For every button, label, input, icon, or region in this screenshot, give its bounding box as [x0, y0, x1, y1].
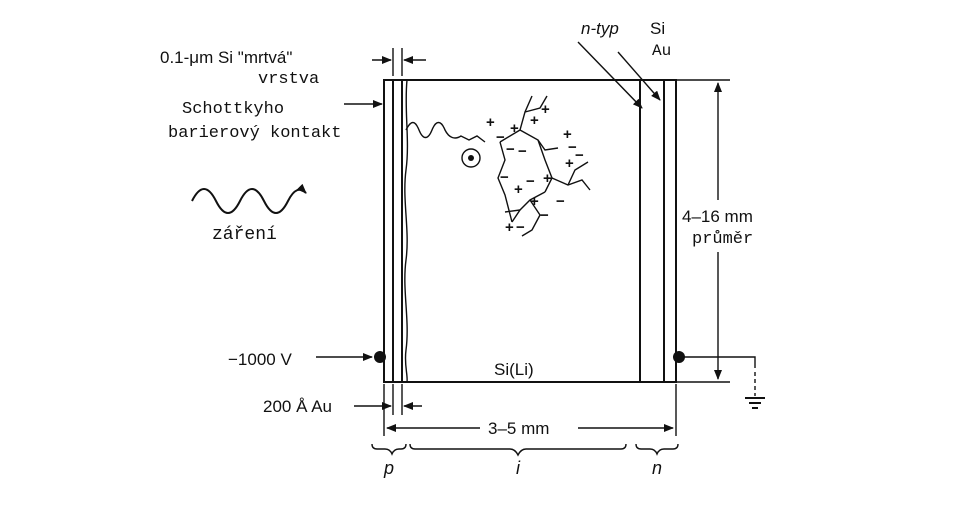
electron-hole-marker-dot [468, 155, 474, 161]
material-label: Si(Li) [494, 360, 534, 379]
charge-minus: − [516, 219, 525, 236]
p-layer-boundary-wavy [404, 79, 409, 383]
schottky-label-line1: Schottkyho [182, 100, 284, 119]
voltage-label: −1000 V [228, 350, 292, 369]
charge-plus: + [510, 120, 519, 137]
charge-plus: + [530, 193, 539, 210]
region-i-label: i [516, 458, 521, 478]
brace-p [371, 443, 407, 456]
charge-plus: + [565, 155, 574, 172]
au-label: Au [652, 42, 671, 60]
charge-minus: − [575, 147, 584, 164]
au-layer-label: 200 Å Au [263, 397, 332, 416]
diameter-label-line2: průměr [692, 230, 753, 249]
charge-cloud-tracks [497, 95, 591, 237]
charge-minus: − [568, 139, 577, 156]
charge-plus: + [563, 126, 572, 143]
charge-minus: − [518, 143, 527, 160]
detector-body [383, 79, 677, 383]
electron-hole-marker [461, 148, 481, 168]
charge-minus: − [540, 207, 549, 224]
right-contact-dot [673, 351, 685, 363]
charge-plus: + [541, 101, 550, 118]
charge-minus: − [556, 193, 565, 210]
charge-symbols: + − + + + − − + − + − − + − + + − − + − [486, 101, 584, 236]
radiation-label: záření [212, 225, 277, 245]
region-n-label: n [652, 458, 662, 478]
charge-minus: − [506, 141, 515, 158]
brace-n [635, 443, 679, 456]
charge-minus: − [500, 169, 509, 186]
si-label: Si [650, 19, 665, 38]
schottky-label-line2: barierový kontakt [168, 124, 341, 143]
dead-layer-label-part1: 0.1-μm Si "mrtvá" [160, 48, 292, 67]
charge-minus: − [526, 173, 535, 190]
charge-plus: + [486, 114, 495, 131]
charge-plus: + [505, 219, 514, 236]
si-au-arrow [617, 51, 661, 101]
brace-i [409, 443, 627, 457]
charge-plus: + [514, 181, 523, 198]
charge-plus: + [530, 112, 539, 129]
thickness-label: 3–5 mm [488, 419, 549, 438]
detector-outline [383, 79, 677, 383]
diameter-label-line1: 4–16 mm [682, 207, 753, 226]
ntype-label: n-typ [581, 19, 619, 38]
charge-minus: − [496, 129, 505, 146]
dead-layer-label-line2: vrstva [258, 70, 319, 89]
ntype-arrow [577, 41, 643, 109]
radiation-wave-icon [191, 183, 307, 214]
ground-symbol [683, 356, 765, 409]
particle-track-wave [405, 121, 486, 143]
left-contact-dot [374, 351, 386, 363]
region-p-label: p [383, 458, 394, 478]
charge-plus: + [543, 170, 552, 187]
